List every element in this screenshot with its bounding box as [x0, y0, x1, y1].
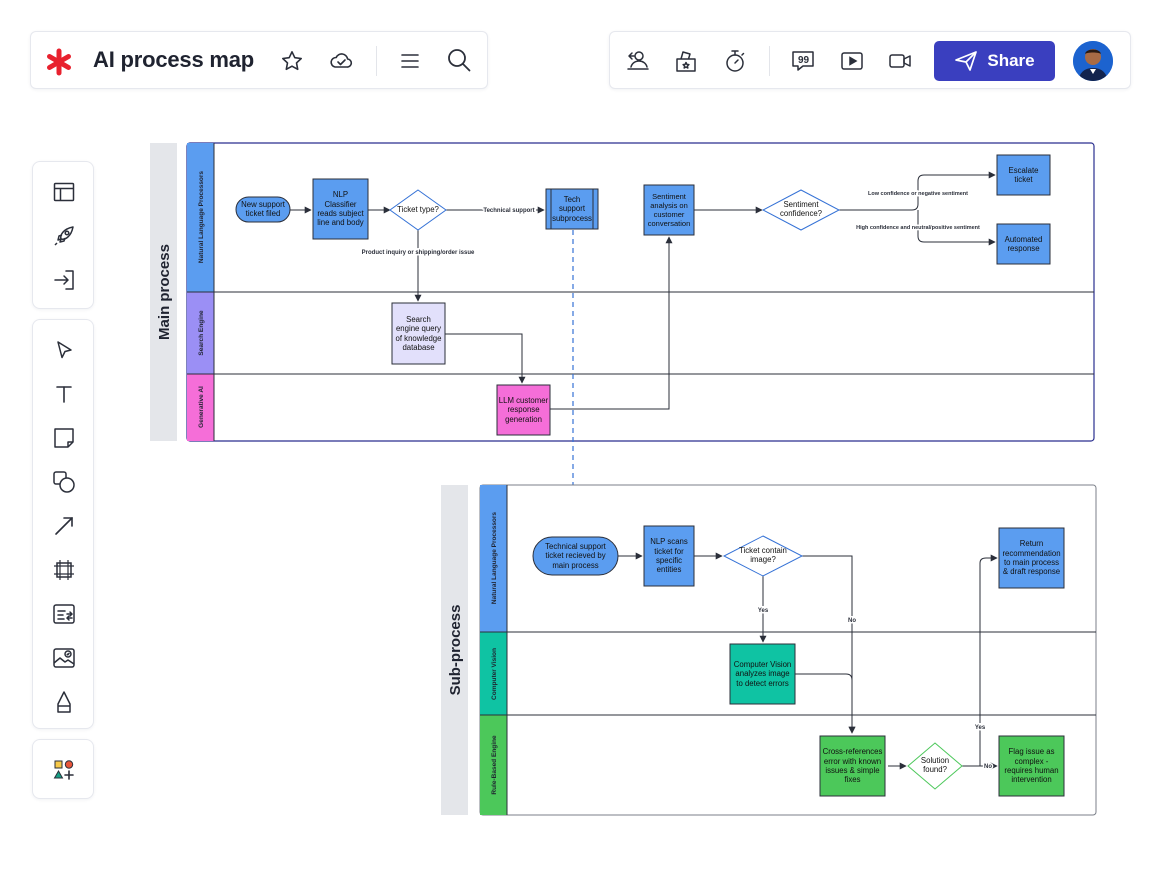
- node-llm-generation-label: LLM customer response generation: [498, 395, 549, 424]
- pen-icon[interactable]: [48, 686, 80, 718]
- sub-node-start[interactable]: Technical support ticket recieved by mai…: [532, 536, 619, 576]
- toolbar-divider: [376, 46, 377, 76]
- search-icon[interactable]: [444, 45, 474, 75]
- list-icon[interactable]: [48, 598, 80, 630]
- edge-label-technical: Technical support: [483, 208, 534, 214]
- sub-node-nlp-scan-label: NLP scans ticket for specific entities: [650, 537, 688, 575]
- sub-node-solution-found[interactable]: Solution found?: [907, 742, 963, 790]
- comment-icon[interactable]: 99: [788, 46, 818, 76]
- sub-node-cross-reference-label: Cross-references error with known issues…: [822, 747, 883, 785]
- node-sentiment-confidence[interactable]: Sentiment confidence?: [761, 189, 841, 231]
- toolbar-divider: [769, 46, 770, 76]
- text-icon[interactable]: [48, 378, 80, 410]
- node-sentiment-analysis[interactable]: Sentiment analysis on customer conversat…: [643, 184, 695, 236]
- page-title[interactable]: AI process map: [93, 47, 255, 72]
- lane-label-search: Search Engine: [198, 310, 205, 356]
- sub-lane-label-nlp: Natural Language Processors: [491, 512, 498, 604]
- rocket-icon[interactable]: [48, 220, 80, 252]
- edge-label-low: Low confidence or negative sentiment: [868, 191, 968, 197]
- timer-icon[interactable]: [720, 46, 750, 76]
- pointer-icon[interactable]: [48, 334, 80, 366]
- node-escalate[interactable]: Escalate ticket: [996, 154, 1051, 196]
- node-start-label: New support ticket filed: [241, 199, 285, 218]
- video-icon[interactable]: [885, 46, 915, 76]
- node-llm-generation[interactable]: LLM customer response generation: [496, 384, 551, 436]
- sticky-note-icon[interactable]: [48, 422, 80, 454]
- layout-icon[interactable]: [48, 176, 80, 208]
- node-start[interactable]: New support ticket filed: [235, 196, 291, 223]
- ballot-icon[interactable]: [671, 46, 701, 76]
- edge-label-yes-solution: Yes: [975, 725, 986, 731]
- edge-label-no-solution: No: [984, 764, 992, 770]
- node-escalate-label: Escalate ticket: [1008, 165, 1039, 184]
- user-share-icon[interactable]: [623, 46, 653, 76]
- edge-label-high: High confidence and neutral/positive sen…: [856, 225, 980, 231]
- edge-label-no-image: No: [848, 618, 856, 624]
- sub-lane-label-rules: Rule-Based Engine: [491, 735, 498, 795]
- sub-node-computer-vision-label: Computer Vision analyzes image to detect…: [733, 659, 792, 688]
- asterisk-logo-icon[interactable]: [45, 48, 73, 76]
- sidebar-group-tools: [32, 319, 94, 729]
- shapes-icon[interactable]: [48, 466, 80, 498]
- top-toolbar-right: 99 Share: [609, 31, 1131, 89]
- send-icon: [955, 51, 978, 71]
- node-automated-response-label: Automated response: [1004, 234, 1043, 253]
- main-process-title: Main process: [156, 244, 173, 340]
- svg-text:99: 99: [798, 55, 810, 66]
- node-search-engine-label: Search engine query of knowledge databas…: [395, 314, 442, 352]
- node-nlp-classifier[interactable]: NLP Classifier reads subject line and bo…: [312, 178, 369, 240]
- frame-icon[interactable]: [48, 554, 80, 586]
- sidebar-group-top: [32, 161, 94, 309]
- node-nlp-classifier-label: NLP Classifier reads subject line and bo…: [317, 190, 364, 228]
- sub-connectors: [618, 552, 998, 770]
- sub-node-contain-image-label: Ticket contain image?: [739, 546, 787, 564]
- node-search-engine[interactable]: Search engine query of knowledge databas…: [391, 302, 446, 365]
- line-icon[interactable]: [48, 510, 80, 542]
- sidebar-group-more: [32, 739, 94, 799]
- sub-node-flag-issue[interactable]: Flag issue as complex - requires human i…: [998, 735, 1065, 797]
- node-sentiment-analysis-label: Sentiment analysis on customer conversat…: [647, 192, 691, 228]
- node-automated-response[interactable]: Automated response: [996, 223, 1051, 265]
- image-icon[interactable]: [48, 642, 80, 674]
- node-tech-subprocess-label: Tech support subprocess: [552, 194, 592, 223]
- edge-label-yes-image: Yes: [758, 608, 769, 614]
- sub-node-flag-issue-label: Flag issue as complex - requires human i…: [1004, 747, 1059, 785]
- avatar[interactable]: [1073, 41, 1113, 81]
- cloud-check-icon[interactable]: [326, 46, 356, 76]
- sub-node-solution-found-label: Solution found?: [920, 756, 950, 774]
- edge-label-product: Product inquiry or shipping/order issue: [362, 250, 475, 256]
- share-button-label: Share: [987, 51, 1035, 70]
- lane-label-nlp: Natural Language Processors: [198, 171, 205, 263]
- main-connectors: [290, 171, 996, 410]
- main-process-frame[interactable]: Main process Natural Language Processors…: [150, 142, 1095, 442]
- top-toolbar-left: AI process map: [30, 31, 488, 89]
- node-ticket-type-label: Ticket type?: [397, 204, 439, 214]
- menu-icon[interactable]: [395, 46, 425, 76]
- node-sentiment-confidence-label: Sentiment confidence?: [779, 200, 823, 218]
- sub-node-return-recommendation-label: Return recommendation to main process & …: [1002, 539, 1061, 577]
- import-icon[interactable]: [48, 264, 80, 296]
- sub-node-start-label: Technical support ticket recieved by mai…: [545, 541, 606, 570]
- sub-node-return-recommendation[interactable]: Return recommendation to main process & …: [998, 527, 1065, 589]
- sub-node-nlp-scan[interactable]: NLP scans ticket for specific entities: [643, 525, 695, 587]
- lane-label-genai: Generative AI: [198, 386, 205, 428]
- node-ticket-type[interactable]: Ticket type?: [389, 189, 447, 231]
- sub-node-cross-reference[interactable]: Cross-references error with known issues…: [819, 735, 886, 797]
- present-icon[interactable]: [837, 46, 867, 76]
- sub-node-computer-vision[interactable]: Computer Vision analyzes image to detect…: [729, 643, 796, 705]
- node-tech-subprocess[interactable]: Tech support subprocess: [545, 188, 599, 230]
- sub-lane-label-cv: Computer Vision: [491, 648, 498, 700]
- share-button[interactable]: Share: [934, 41, 1055, 81]
- star-icon[interactable]: [277, 46, 307, 76]
- sub-node-contain-image[interactable]: Ticket contain image?: [722, 535, 804, 577]
- sub-process-title: Sub-process: [447, 605, 464, 696]
- more-shapes-icon[interactable]: [48, 754, 80, 786]
